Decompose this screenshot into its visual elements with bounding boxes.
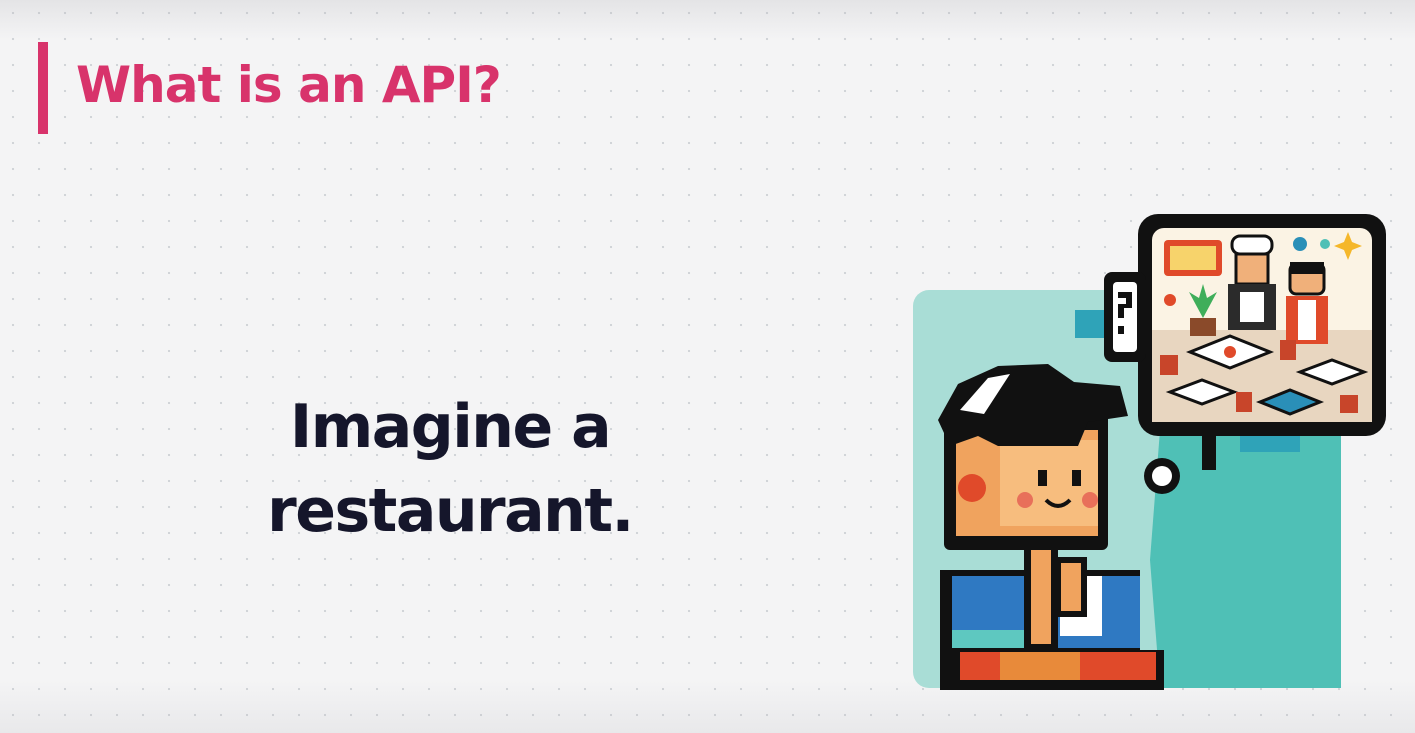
pixel-person-thinking-icon: [913, 214, 1386, 690]
title-accent-bar: [38, 42, 48, 134]
slide-body-text: Imagine a restaurant.: [250, 385, 650, 553]
slide-title: What is an API?: [76, 56, 502, 114]
body-line-2: restaurant.: [267, 476, 634, 546]
body-line-1: Imagine a: [289, 392, 612, 462]
slide-header: What is an API?: [38, 42, 502, 134]
